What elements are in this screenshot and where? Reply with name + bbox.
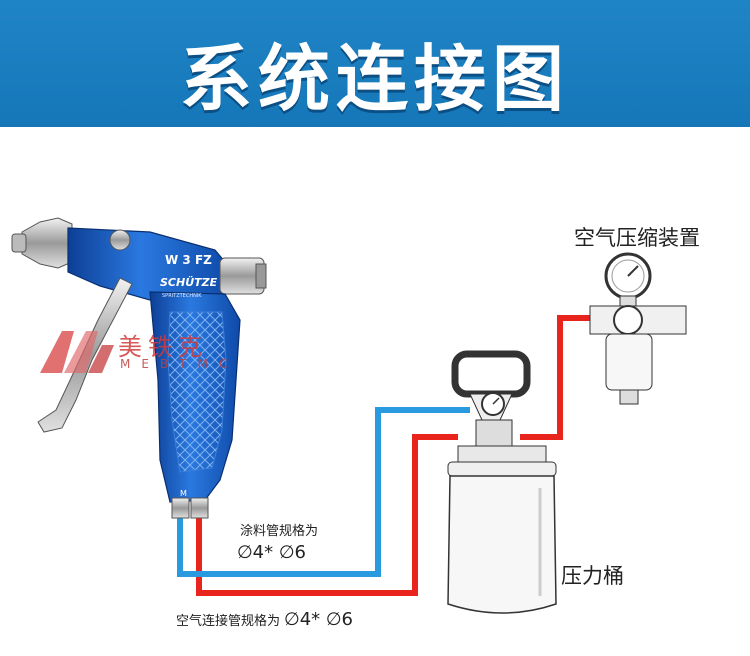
- gun-mark: M: [180, 489, 187, 498]
- compressor-bowl: [606, 334, 652, 390]
- gun-nozzle: [22, 218, 72, 268]
- tank-lid: [458, 446, 546, 464]
- trigger-pivot: [110, 230, 130, 250]
- air-pipe-label-group: 空气连接管规格为 ∅4* ∅6: [176, 609, 353, 630]
- paint-inlet-fitting: [172, 498, 189, 518]
- watermark-logo-mark: [40, 327, 116, 377]
- watermark-subtext: MEBTMC: [120, 357, 238, 371]
- tank-label: 压力桶: [561, 560, 624, 590]
- air-hose-to-tank: [199, 437, 458, 593]
- paint-pipe-label: 涂料管规格为: [240, 520, 318, 539]
- air-pipe-size: ∅4* ∅6: [284, 609, 353, 630]
- air-hose-to-compressor: [520, 318, 592, 437]
- gun-model-label: W 3 FZ: [165, 253, 212, 267]
- gun-brand-label: SCHÜTZE: [160, 275, 218, 289]
- paint-pipe-size: ∅4* ∅6: [237, 542, 306, 563]
- gun-brand-sub: SPRITZTECHNIK: [162, 293, 202, 299]
- compressor-label: 空气压缩装置: [574, 222, 700, 252]
- tank-handle: [455, 354, 527, 394]
- watermark-logo: 美铁克 MEBTMC: [40, 327, 240, 377]
- air-pipe-label: 空气连接管规格为: [176, 614, 280, 629]
- air-inlet-fitting: [191, 498, 208, 518]
- compressor-unit: [590, 254, 686, 404]
- pressure-tank: [448, 354, 556, 613]
